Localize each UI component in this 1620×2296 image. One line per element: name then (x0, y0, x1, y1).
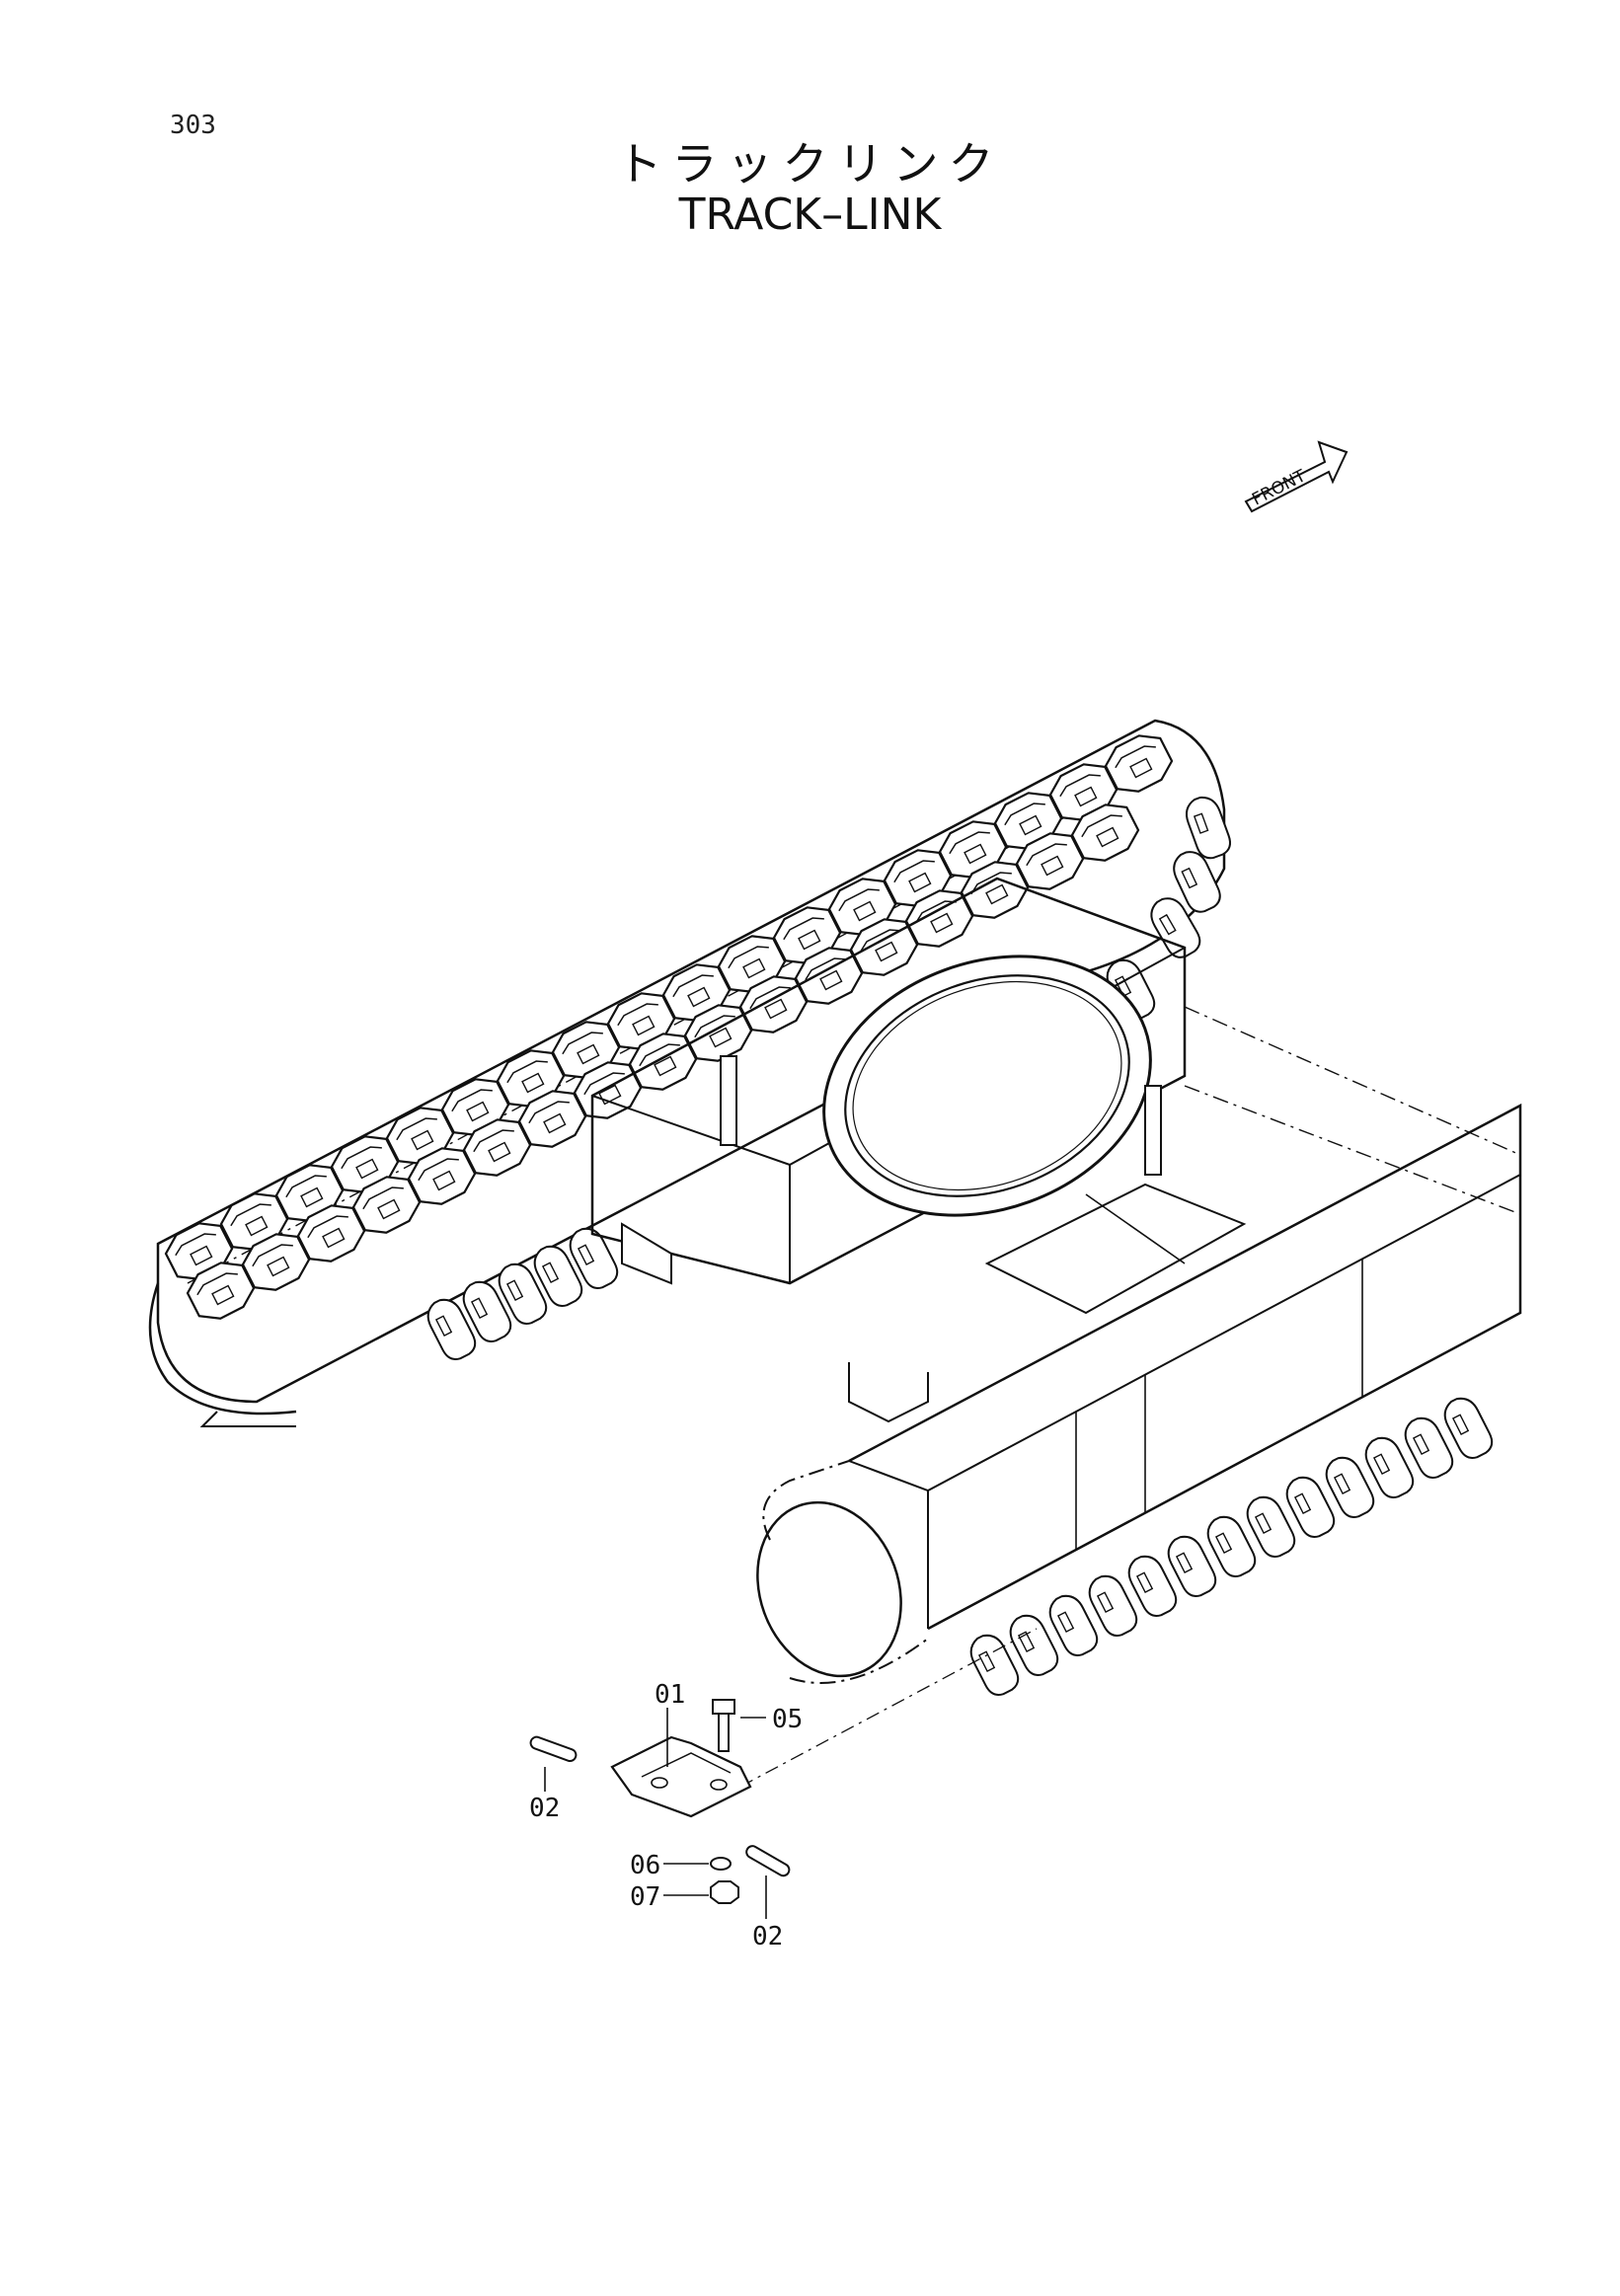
washer-part (710, 1857, 732, 1871)
page-number: 303 (170, 111, 216, 140)
center-frame (590, 877, 1187, 1423)
front-label: FRONT (1249, 466, 1309, 509)
callout-06: 06 (630, 1851, 660, 1880)
track-link-row-right-lower (964, 1391, 1498, 1701)
callout-02-left: 02 (529, 1794, 560, 1823)
track-pin-right (745, 1845, 791, 1877)
title-english: TRACK–LINK (678, 190, 942, 240)
callout-05: 05 (772, 1705, 803, 1734)
callout-01: 01 (655, 1680, 685, 1710)
front-arrow-icon: FRONT (1244, 440, 1349, 513)
callout-07: 07 (630, 1882, 660, 1912)
track-link-part (610, 1735, 752, 1818)
exploded-track-link: 01 05 02 06 07 02 (529, 1628, 1038, 1952)
bolt-part (712, 1699, 735, 1752)
nut-part (710, 1880, 739, 1904)
right-side-frame (756, 1006, 1522, 1684)
callout-02-right: 02 (752, 1922, 783, 1952)
track-pin-left (529, 1735, 578, 1763)
title-japanese: トラックリンク (616, 137, 1004, 191)
